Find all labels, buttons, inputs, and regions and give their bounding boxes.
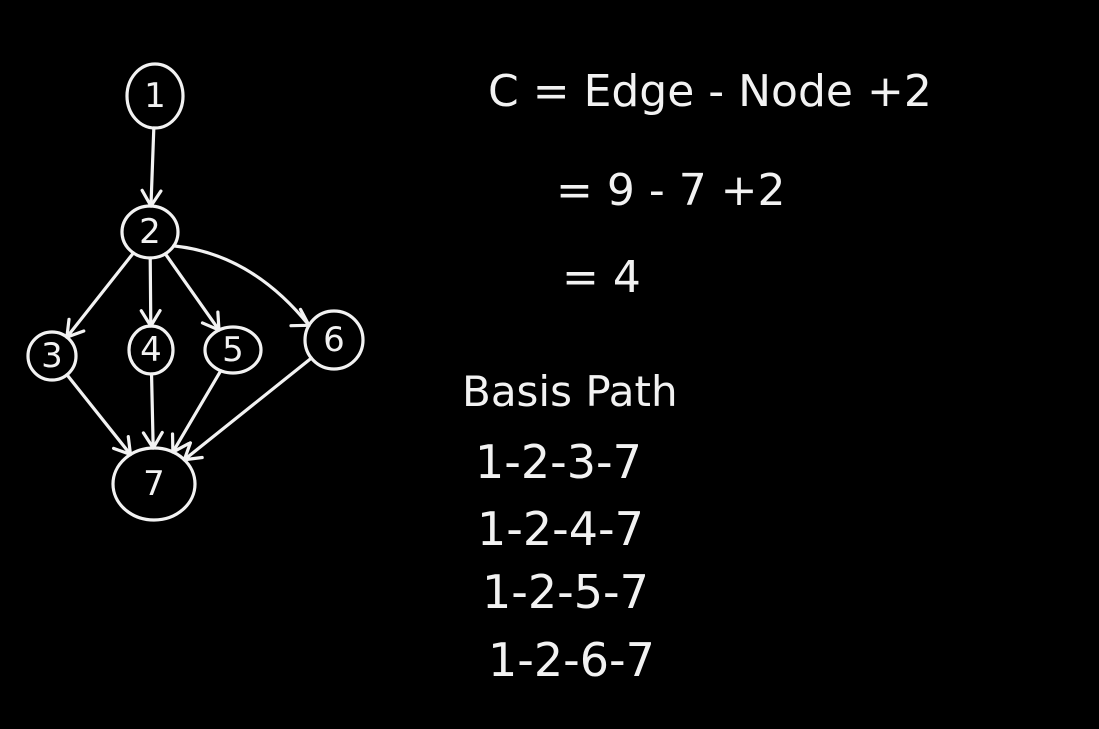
node-label: 5 — [222, 330, 244, 370]
edge-line — [163, 252, 221, 332]
edge-1-2 — [140, 126, 163, 208]
node-circle — [120, 204, 180, 260]
graph-node-2: 2 — [120, 204, 180, 260]
control-flow-graph: 1 2 3 4 5 6 7 — [26, 62, 365, 522]
graph-node-3: 3 — [26, 330, 78, 382]
basis-path-section: Basis Path 1-2-3-7 1-2-4-7 1-2-5-7 1-2-6… — [462, 367, 678, 687]
basis-path-item: 1-2-4-7 — [477, 502, 644, 556]
formula-line-2: = 9 - 7 +2 — [556, 165, 786, 216]
basis-path-item: 1-2-5-7 — [482, 565, 649, 619]
edge-6-7 — [182, 356, 313, 462]
edge-line — [182, 356, 313, 462]
edge-line — [65, 251, 136, 339]
node-label: 1 — [144, 76, 166, 116]
edge-5-7 — [170, 369, 223, 454]
edge-line — [172, 244, 311, 327]
graph-node-7: 7 — [111, 446, 197, 522]
basis-path-title: Basis Path — [462, 367, 678, 416]
edge-2-6 — [172, 244, 311, 328]
edge-3-7 — [65, 373, 133, 457]
node-circle — [203, 325, 263, 375]
basis-path-item: 1-2-3-7 — [475, 435, 642, 489]
edge-2-3 — [65, 251, 136, 339]
node-label: 4 — [140, 330, 162, 370]
graph-node-6: 6 — [303, 309, 365, 371]
graph-node-4: 4 — [127, 324, 175, 376]
edge-line — [148, 256, 153, 328]
node-circle — [127, 324, 175, 376]
basis-path-item: 1-2-6-7 — [488, 633, 655, 687]
graph-node-5: 5 — [203, 325, 263, 375]
node-label: 2 — [139, 212, 161, 252]
node-circle — [111, 446, 197, 522]
node-circle — [125, 62, 185, 130]
node-circle — [26, 330, 78, 382]
node-label: 7 — [143, 464, 165, 504]
edge-4-7 — [141, 372, 164, 450]
arrowhead-icon — [289, 307, 311, 328]
edge-line — [149, 372, 155, 450]
node-circle — [303, 309, 365, 371]
formula-line-1: C = Edge - Node +2 — [488, 66, 932, 117]
edge-line — [171, 369, 223, 454]
edge-2-4 — [139, 256, 162, 328]
node-label: 3 — [41, 336, 63, 376]
edge-2-5 — [163, 252, 221, 332]
edge-line — [65, 373, 133, 457]
edge-line — [149, 126, 156, 208]
node-label: 6 — [323, 320, 345, 360]
cyclomatic-formula: C = Edge - Node +2 = 9 - 7 +2 = 4 — [488, 66, 932, 303]
formula-line-3: = 4 — [562, 252, 641, 303]
graph-node-1: 1 — [125, 62, 185, 130]
